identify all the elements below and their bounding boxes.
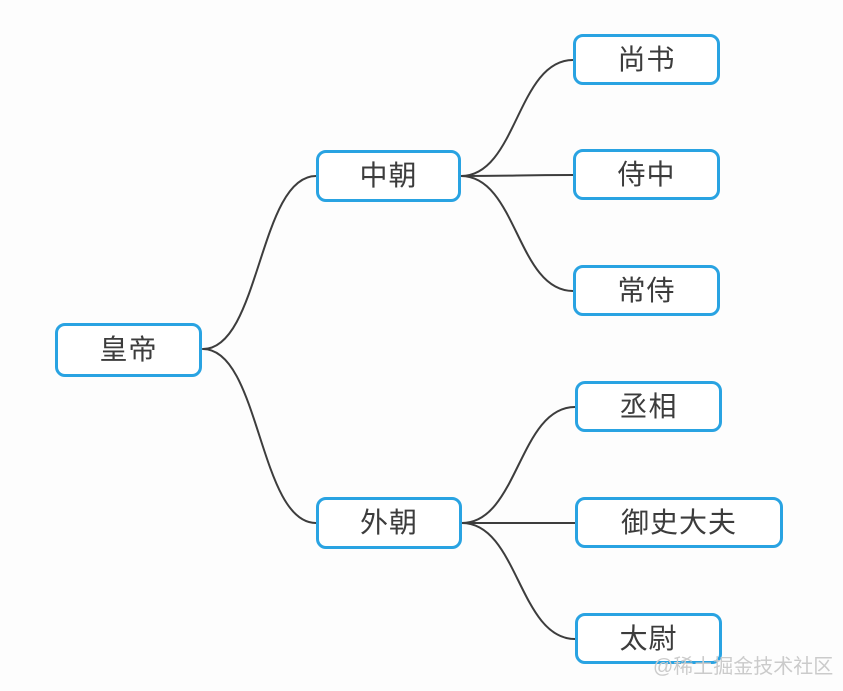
node-zhongchao-label: 中朝 xyxy=(359,160,418,191)
node-shizhong-label: 侍中 xyxy=(617,158,676,190)
watermark: @稀土掘金技术社区 xyxy=(653,656,834,678)
connector-zhongchao-shizhong xyxy=(460,174,574,177)
node-taiwei-label: 太尉 xyxy=(619,622,678,654)
connector-huangdi-zhongchao xyxy=(202,175,317,350)
node-changshi: 常侍 xyxy=(573,265,720,316)
connector-zhongchao-changshi xyxy=(460,175,574,292)
connector-zhongchao-shangshu xyxy=(460,59,574,177)
node-yushidafu-label: 御史大夫 xyxy=(620,506,737,538)
node-zhongchao: 中朝 xyxy=(316,150,461,202)
node-huangdi: 皇帝 xyxy=(55,323,202,377)
node-shangshu: 尚书 xyxy=(573,34,720,85)
node-waichao: 外朝 xyxy=(316,497,462,549)
node-taiwei: 太尉 xyxy=(575,613,722,664)
node-huangdi-label: 皇帝 xyxy=(99,334,158,365)
node-chengxiang-label: 丞相 xyxy=(619,390,678,422)
node-chengxiang: 丞相 xyxy=(575,381,722,432)
connector-waichao-chengxiang xyxy=(461,406,576,524)
connector-huangdi-waichao xyxy=(202,348,317,524)
node-yushidafu: 御史大夫 xyxy=(575,497,783,548)
connector-waichao-taiwei xyxy=(461,522,576,640)
node-waichao-label: 外朝 xyxy=(359,507,418,538)
node-shizhong: 侍中 xyxy=(573,149,720,200)
node-changshi-label: 常侍 xyxy=(617,274,676,306)
node-shangshu-label: 尚书 xyxy=(617,43,676,75)
